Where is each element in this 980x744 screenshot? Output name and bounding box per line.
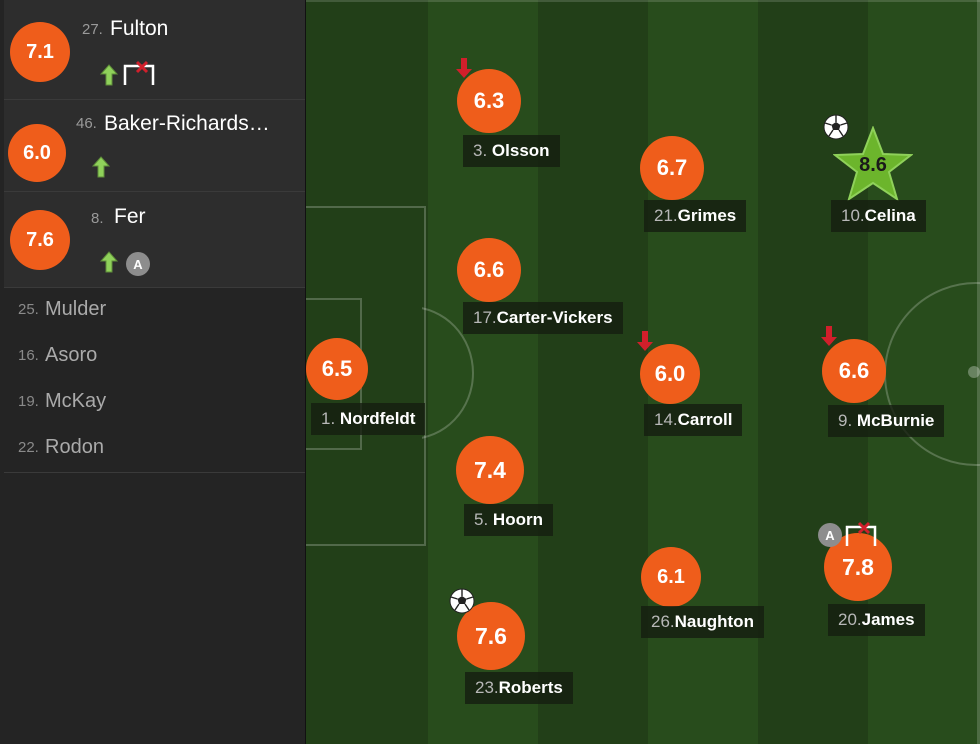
player-label[interactable]: 21.Grimes [644,200,747,232]
pitch-stripe [538,0,648,744]
player-rating: 6.6 [457,238,521,302]
player-name: Olsson [491,141,550,160]
player-name[interactable]: Asoro [45,344,98,366]
player-rating: 6.0 [8,124,66,182]
arrow-up-icon [100,64,118,86]
ball-icon [449,588,475,614]
substitute-row[interactable]: 7.1 27. Fulton [4,0,305,100]
player-number: 10. [841,206,865,225]
player-label[interactable]: 5. Hoorn [464,504,553,536]
halfway-line [977,0,980,744]
player-number: 8. [91,210,104,227]
bench-row[interactable]: 19. McKay [4,380,305,427]
player-number: 9. [838,411,853,430]
player-rating: 6.7 [640,136,704,200]
player-label[interactable]: 26.Naughton [641,606,764,638]
substitute-row[interactable]: 6.0 46. Baker-Richards… [4,100,305,192]
player-rating: 7.4 [456,436,524,504]
player-number: 23. [475,678,499,697]
player-rating: 8.6 [859,154,887,176]
bench-row[interactable]: 16. Asoro [4,334,305,381]
lineup-sidebar: 7.1 27. Fulton 6.0 46. Baker-Richards… 7… [0,0,306,744]
missed-goal-icon [845,521,877,546]
player-number: 22. [18,439,39,456]
player-number: 1. [321,409,336,428]
player-label[interactable]: 9. McBurnie [828,405,945,437]
player-number: 5. [474,510,489,529]
player-rating: 6.0 [640,344,700,404]
player-name[interactable]: Fer [114,205,146,228]
star-icon [833,126,913,202]
player-label[interactable]: 1. Nordfeldt [311,403,426,435]
player-name: Grimes [677,206,737,225]
player-label[interactable]: 17.Carter-Vickers [463,302,623,334]
player-name[interactable]: Baker-Richards… [104,112,270,135]
player-name: Naughton [674,612,754,631]
player-name: Carroll [677,410,733,429]
player-number: 16. [18,347,39,364]
player-label[interactable]: 14.Carroll [644,404,743,436]
arrow-up-icon [100,251,118,273]
arrow-down-icon [456,58,472,78]
player-label[interactable]: 3. Olsson [463,135,560,167]
player-name: James [861,610,915,629]
player-name: Celina [864,206,916,225]
assist-icon: A [818,523,842,547]
player-rating: 7.6 [457,602,525,670]
player-rating: 6.6 [822,339,886,403]
player-label[interactable]: 20.James [828,604,925,636]
player-name[interactable]: Rodon [45,436,104,458]
missed-goal-icon [123,60,155,85]
player-label[interactable]: 23.Roberts [465,672,573,704]
player-name: McBurnie [856,411,935,430]
player-rating: 6.3 [457,69,521,133]
player-name: Roberts [498,678,563,697]
arrow-down-icon [821,326,837,346]
ball-icon [823,114,849,140]
center-spot [968,366,980,378]
player-number: 14. [654,410,678,429]
player-number: 25. [18,301,39,318]
bench-row[interactable]: 25. Mulder [4,288,305,335]
pitch-top-line [306,0,980,2]
player-name: Carter-Vickers [496,308,613,327]
player-rating: 6.5 [306,338,368,400]
player-number: 27. [82,21,103,38]
arrow-up-icon [92,156,110,178]
player-name: Hoorn [492,510,543,529]
player-label[interactable]: 10.Celina [831,200,926,232]
player-number: 19. [18,393,39,410]
player-rating: 7.6 [10,210,70,270]
player-number: 3. [473,141,488,160]
player-name[interactable]: Fulton [110,17,169,40]
player-rating: 7.1 [10,22,70,82]
assist-icon: A [126,252,150,276]
player-number: 17. [473,308,497,327]
player-number: 20. [838,610,862,629]
player-name: Nordfeldt [339,409,416,428]
substitute-row[interactable]: 7.6 8. Fer A [4,192,305,288]
player-rating: 6.1 [641,547,701,607]
player-number: 26. [651,612,675,631]
pitch: 6.5 1. Nordfeldt 6.3 3. Olsson 6.6 17.Ca… [306,0,980,744]
arrow-down-icon [637,331,653,351]
bench-row[interactable]: 22. Rodon [4,426,305,473]
player-number: 46. [76,115,97,132]
player-name[interactable]: McKay [45,390,107,412]
player-name[interactable]: Mulder [45,298,107,320]
player-number: 21. [654,206,678,225]
